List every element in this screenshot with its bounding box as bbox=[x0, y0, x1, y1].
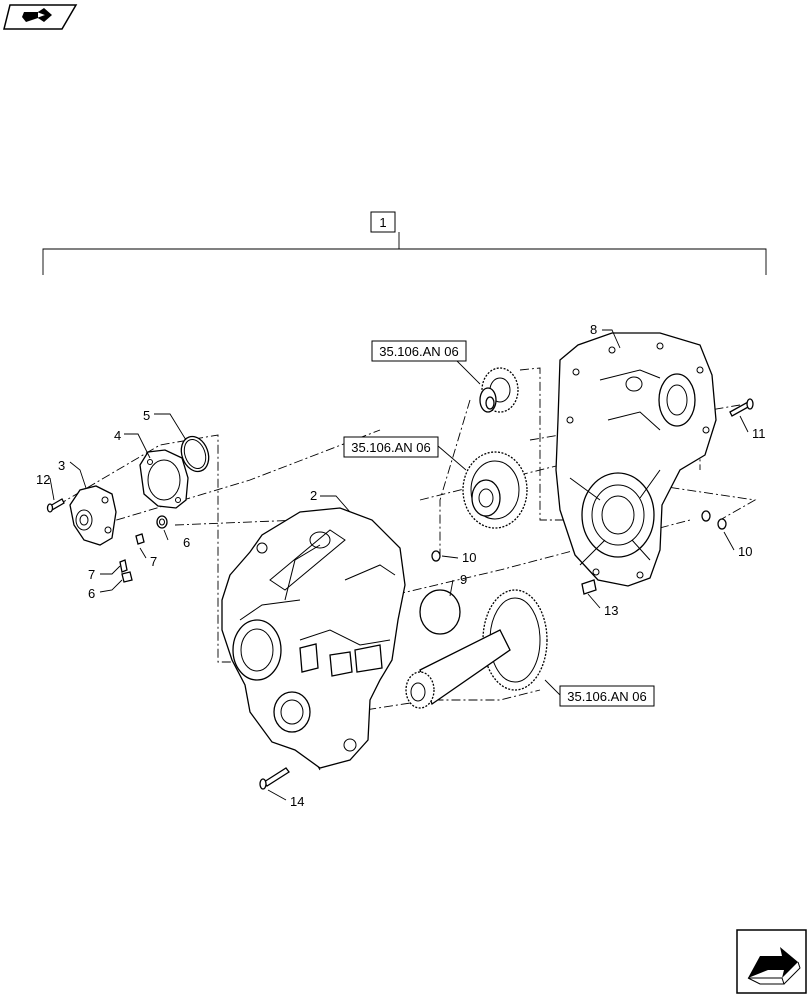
part-7-pin-lower bbox=[119, 559, 128, 573]
callout-10-right: 10 bbox=[738, 544, 752, 559]
callout-5: 5 bbox=[143, 408, 150, 423]
callout-12: 12 bbox=[36, 472, 50, 487]
callout-9: 9 bbox=[460, 572, 467, 587]
callout-3: 3 bbox=[58, 458, 65, 473]
assembly-label: 1 bbox=[379, 215, 386, 230]
callout-4: 4 bbox=[114, 428, 121, 443]
part-5-o-ring bbox=[180, 435, 210, 473]
callout-13: 13 bbox=[604, 603, 618, 618]
part-8-rear-housing bbox=[555, 332, 717, 587]
callout-10-left: 10 bbox=[462, 550, 476, 565]
reference-box-bottom[interactable] bbox=[559, 685, 655, 707]
large-gear-shaft bbox=[405, 589, 548, 709]
reference-box-top[interactable] bbox=[371, 340, 467, 362]
reference-box-middle[interactable] bbox=[343, 436, 439, 458]
reference-label-top[interactable]: 35.106.AN 06 bbox=[379, 344, 459, 359]
next-page-arrow-icon[interactable] bbox=[736, 929, 807, 994]
part-12-bolt bbox=[46, 498, 65, 513]
part-11-bolt bbox=[729, 398, 754, 417]
small-gear bbox=[479, 367, 519, 413]
part-4-gasket bbox=[139, 449, 189, 509]
part-7-pin bbox=[135, 533, 145, 545]
callout-14: 14 bbox=[290, 794, 304, 809]
callout-7-left: 7 bbox=[88, 567, 95, 582]
part-6-plug-lower bbox=[121, 571, 133, 583]
callout-8: 8 bbox=[590, 322, 597, 337]
part-6-plug bbox=[156, 515, 168, 529]
part-9-disc bbox=[419, 589, 461, 635]
part-13-dowel bbox=[581, 579, 597, 595]
part-2-housing bbox=[221, 507, 406, 769]
part-10-seals-right bbox=[701, 510, 727, 530]
callout-2: 2 bbox=[310, 488, 317, 503]
part-10-seal bbox=[431, 550, 441, 562]
reference-label-middle[interactable]: 35.106.AN 06 bbox=[351, 440, 431, 455]
callout-6-lower: 6 bbox=[88, 586, 95, 601]
medium-gear bbox=[462, 451, 528, 529]
callout-6-upper: 6 bbox=[183, 535, 190, 550]
leader-lines bbox=[49, 329, 749, 801]
part-14-bolt bbox=[259, 767, 290, 790]
prev-page-hand-icon[interactable] bbox=[3, 4, 78, 30]
reference-label-bottom[interactable]: 35.106.AN 06 bbox=[567, 689, 647, 704]
part-3-cover bbox=[69, 485, 117, 546]
callout-11: 11 bbox=[752, 426, 766, 441]
callout-7-right: 7 bbox=[150, 554, 157, 569]
assembly-bracket bbox=[42, 211, 767, 275]
